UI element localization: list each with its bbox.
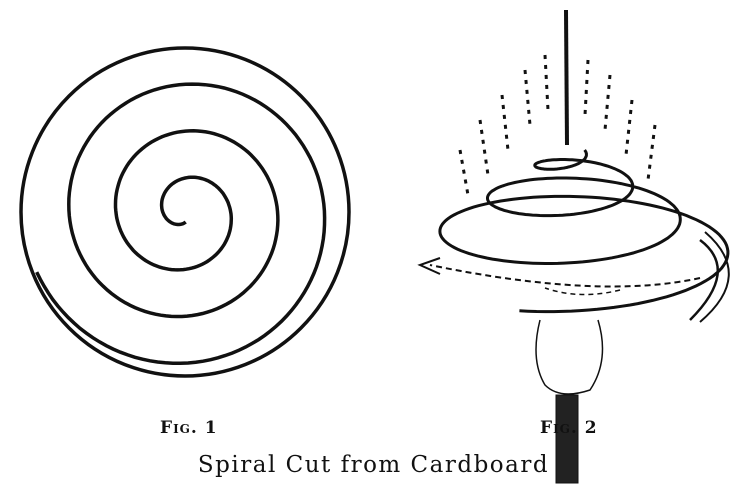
heat-lines [458,54,657,196]
fig1-spiral [35,82,327,366]
fig2-label: Fig. 2 [540,418,598,438]
rotation-arrow-inner [544,287,621,296]
flame [535,319,604,395]
fig1-label: Fig. 1 [160,418,218,438]
caption: Spiral Cut from Cardboard [197,452,550,478]
fig2-spiral [438,149,730,314]
fig1-spiral-drawing [19,46,351,378]
needle [564,9,569,146]
spiral-edge [699,231,730,323]
arrowhead-icon [417,257,441,275]
fig2-spinning-spiral-drawing [417,9,730,484]
rotation-arrow [429,264,701,288]
spiral-edge [689,239,720,321]
fig1-outer-circle [19,46,351,378]
candle [555,394,579,484]
